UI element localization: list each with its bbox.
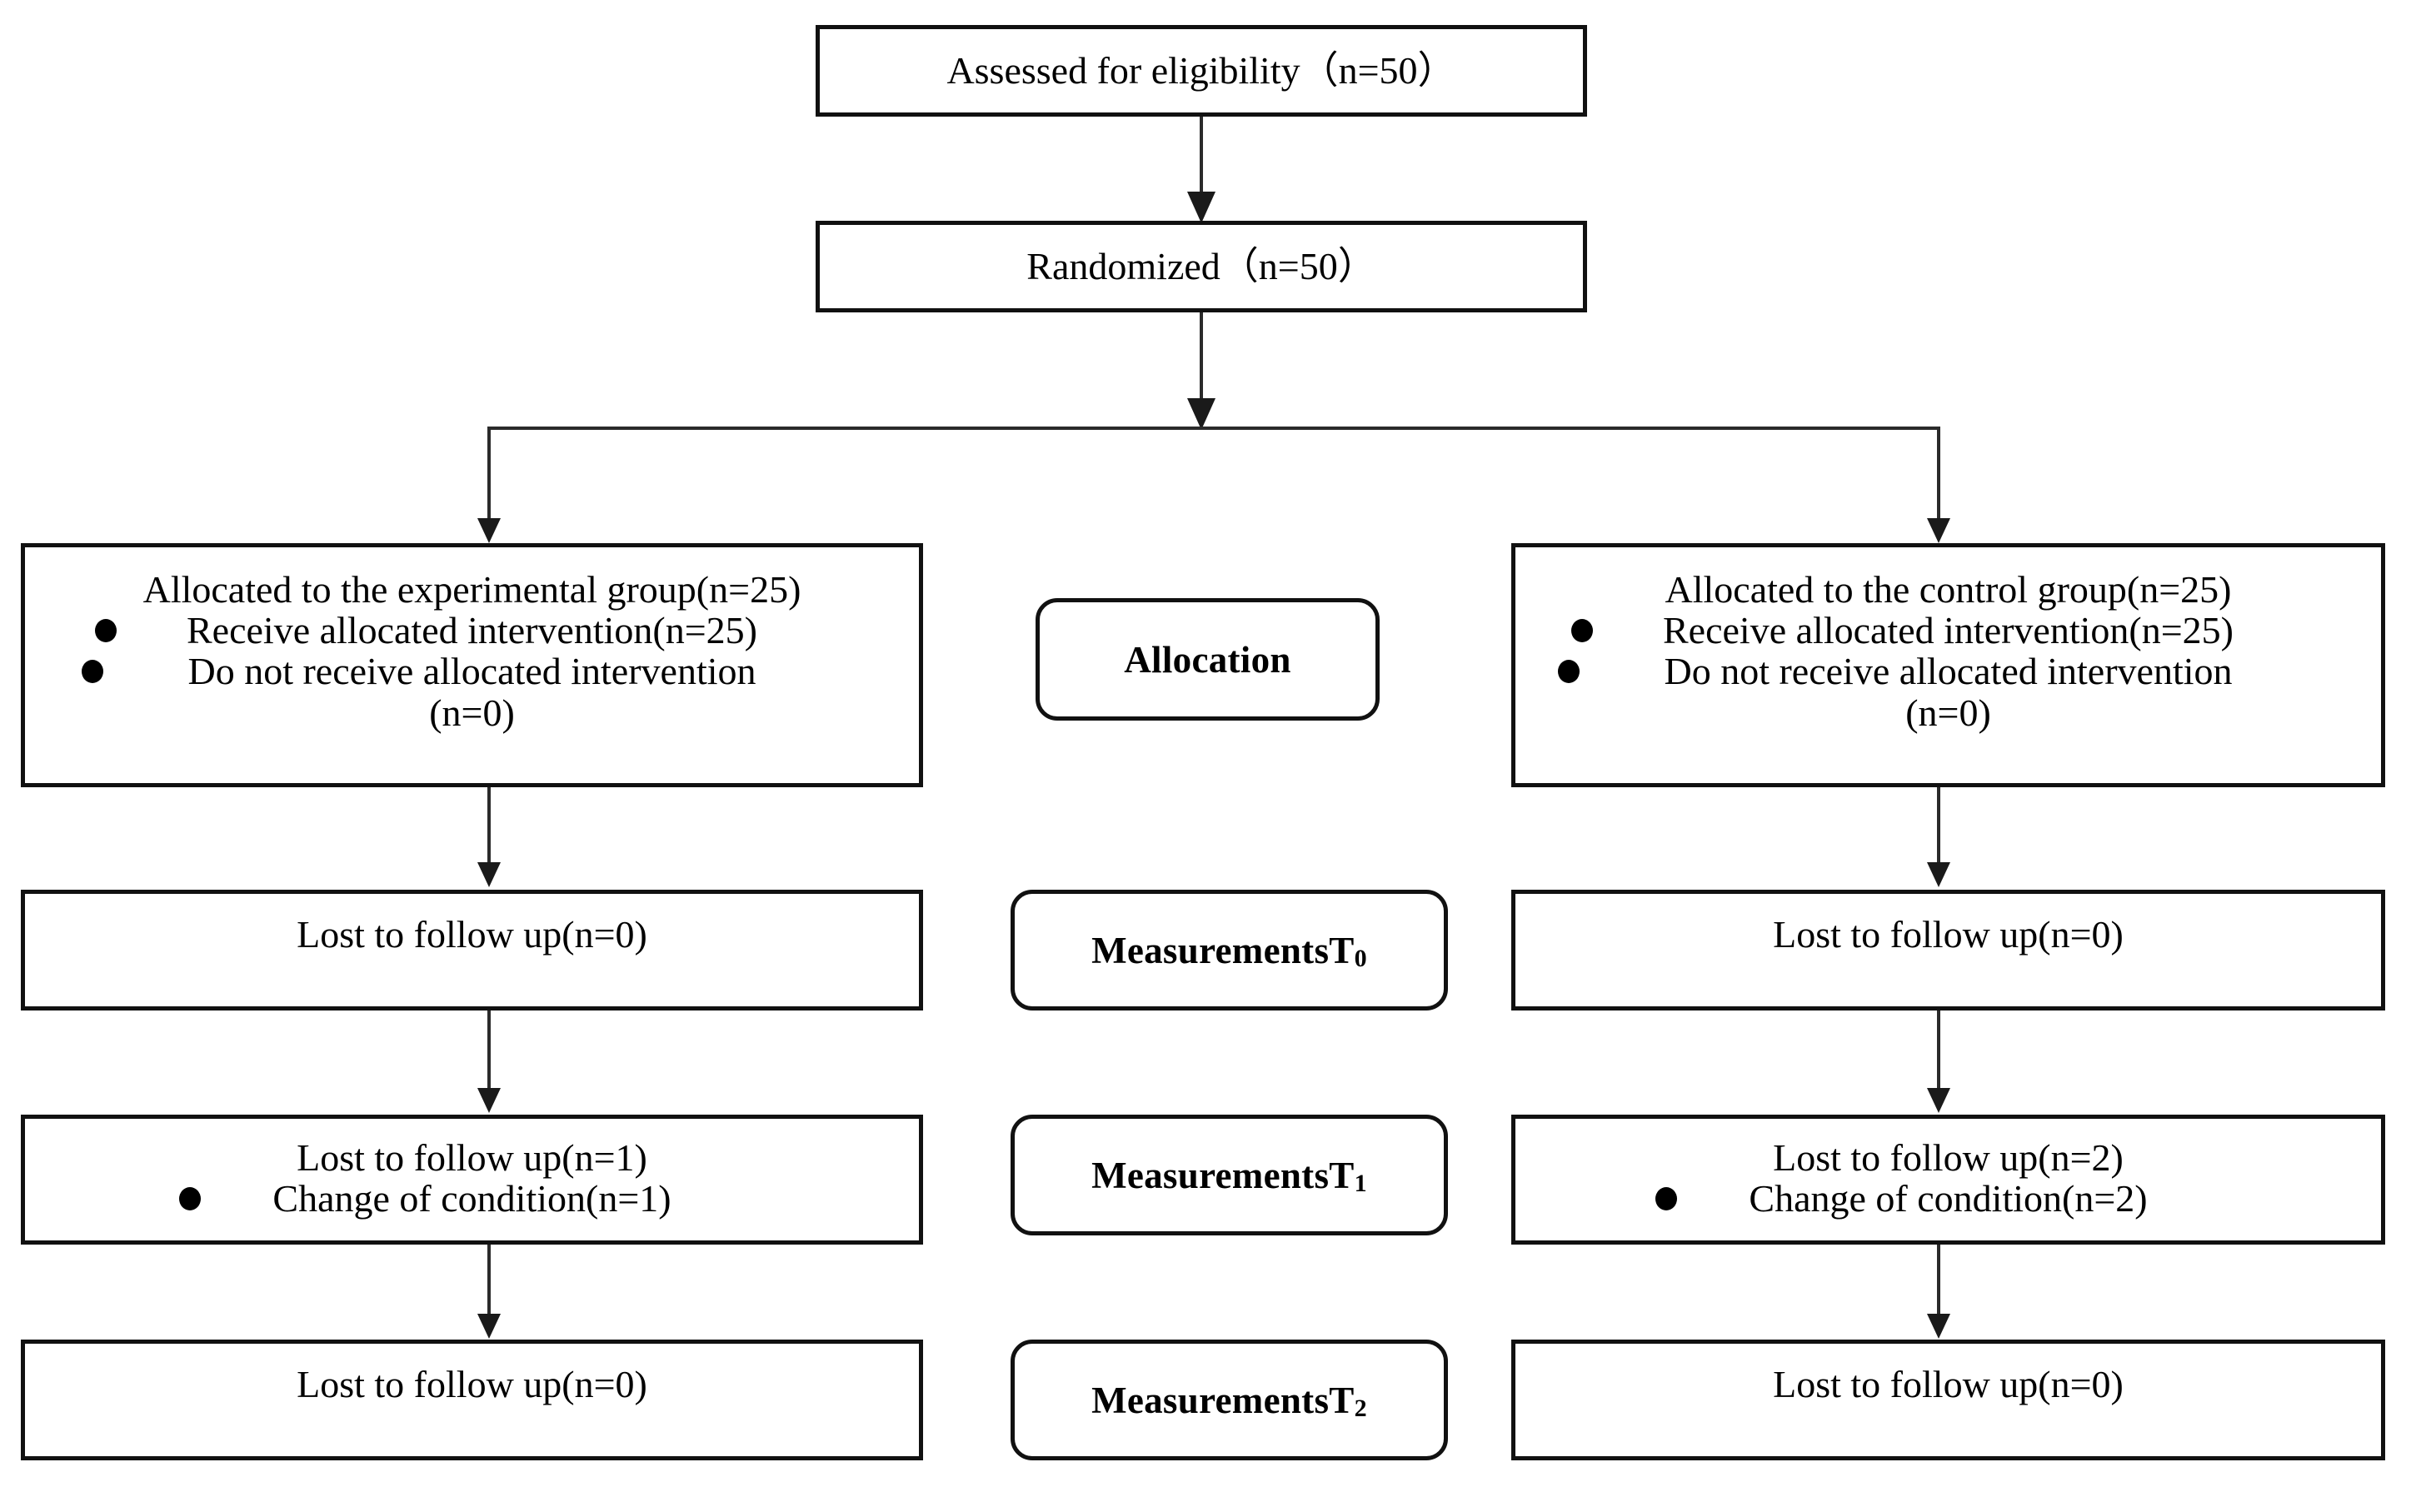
arrowhead-left-t0 <box>477 862 501 887</box>
arrowhead-right-allocation <box>1927 518 1950 543</box>
right-t0-box: Lost to follow up(n=0) <box>1511 890 2385 1010</box>
connector-left-t1-to-t2 <box>487 1245 491 1315</box>
stage-label-allocation-text: Allocation <box>1124 638 1291 681</box>
right-t2-box: Lost to follow up(n=0) <box>1511 1340 2385 1460</box>
randomized-text: Randomized（n=50） <box>1026 245 1376 288</box>
right-allocation-box: Allocated to the control group(n=25) Rec… <box>1511 543 2385 787</box>
assessed-for-eligibility-box: Assessed for eligibility（n=50） <box>816 25 1587 117</box>
stage-label-measurements-t0-subscript: 0 <box>1354 944 1367 972</box>
connector-right-t1-to-t2 <box>1937 1245 1940 1315</box>
left-t1-box: Lost to follow up(n=1) Change of conditi… <box>21 1115 923 1245</box>
arrowhead-right-t1 <box>1927 1088 1950 1113</box>
right-allocation-content: Allocated to the control group(n=25) Rec… <box>1515 569 2381 733</box>
left-t2-line-1: Lost to follow up(n=0) <box>297 1363 647 1405</box>
stage-label-allocation: Allocation <box>1036 598 1380 721</box>
assessed-for-eligibility-text: Assessed for eligibility（n=50） <box>946 49 1456 92</box>
arrowhead-split <box>1187 398 1215 430</box>
arrowhead-randomized <box>1187 192 1215 223</box>
left-t2-box: Lost to follow up(n=0) <box>21 1340 923 1460</box>
left-t0-box: Lost to follow up(n=0) <box>21 890 923 1010</box>
split-bar <box>487 427 1939 430</box>
left-t0-line-1: Lost to follow up(n=0) <box>297 913 647 956</box>
left-t1-bullet-1-row: Change of condition(n=1) <box>179 1177 671 1220</box>
left-allocation-box: Allocated to the experimental group(n=25… <box>21 543 923 787</box>
arrowhead-right-t0 <box>1927 862 1950 887</box>
left-allocation-bullet-2-cont: (n=0) <box>429 691 515 734</box>
right-t0-line-1: Lost to follow up(n=0) <box>1773 913 2124 956</box>
stage-label-measurements-t2-subscript: 2 <box>1354 1394 1367 1422</box>
stage-label-measurements-t0-text: MeasurementsT <box>1091 929 1355 971</box>
right-t1-line-1: Lost to follow up(n=2) <box>1773 1136 2124 1179</box>
left-t1-content: Lost to follow up(n=1) Change of conditi… <box>25 1137 919 1219</box>
connector-right-t0-to-t1 <box>1937 1010 1940 1090</box>
connector-right-allocation-to-t0 <box>1937 787 1940 864</box>
right-t1-bullet-1: Change of condition(n=2) <box>1749 1177 2148 1220</box>
bullet-icon <box>82 660 104 684</box>
connector-left-allocation-to-t0 <box>487 787 491 864</box>
left-allocation-content: Allocated to the experimental group(n=25… <box>25 569 919 733</box>
connector-split-to-right-allocation <box>1937 427 1940 520</box>
right-t2-line-1: Lost to follow up(n=0) <box>1773 1363 2124 1405</box>
right-t1-box: Lost to follow up(n=2) Change of conditi… <box>1511 1115 2385 1245</box>
right-t1-bullet-1-row: Change of condition(n=2) <box>1655 1177 2148 1220</box>
right-allocation-bullet-1: Receive allocated intervention(n=25) <box>1663 609 2234 652</box>
connector-randomized-to-split <box>1200 312 1203 400</box>
arrowhead-left-t1 <box>477 1088 501 1113</box>
right-allocation-heading: Allocated to the control group(n=25) <box>1665 568 2232 611</box>
left-t1-line-1: Lost to follow up(n=1) <box>297 1136 647 1179</box>
arrowhead-right-t2 <box>1927 1314 1950 1339</box>
right-allocation-bullet-1-row: Receive allocated intervention(n=25) <box>1571 609 2234 652</box>
left-allocation-heading: Allocated to the experimental group(n=25… <box>142 568 801 611</box>
right-allocation-bullet-2-cont: (n=0) <box>1905 691 1991 734</box>
left-allocation-bullet-1-row: Receive allocated intervention(n=25) <box>95 609 757 652</box>
left-allocation-bullet-2: Do not receive allocated intervention <box>187 650 756 693</box>
bullet-icon <box>1558 660 1580 684</box>
bullet-icon <box>1571 618 1593 642</box>
left-allocation-bullet-1: Receive allocated intervention(n=25) <box>187 609 757 652</box>
bullet-icon <box>179 1186 202 1210</box>
randomized-box: Randomized（n=50） <box>816 221 1587 312</box>
arrowhead-left-t2 <box>477 1314 501 1339</box>
stage-label-measurements-t1-text: MeasurementsT <box>1091 1154 1355 1196</box>
bullet-icon <box>95 618 117 642</box>
arrowhead-left-allocation <box>477 518 501 543</box>
bullet-icon <box>1655 1186 1678 1210</box>
right-t1-content: Lost to follow up(n=2) Change of conditi… <box>1515 1137 2381 1219</box>
left-allocation-bullet-2-row: Do not receive allocated intervention <box>82 650 756 693</box>
connector-split-to-left-allocation <box>487 427 491 520</box>
stage-label-measurements-t1-subscript: 1 <box>1354 1169 1367 1197</box>
connector-assessed-to-randomized <box>1200 117 1203 193</box>
stage-label-measurements-t2-text: MeasurementsT <box>1091 1379 1355 1421</box>
right-allocation-bullet-2-row: Do not receive allocated intervention <box>1558 650 2233 693</box>
right-allocation-bullet-2: Do not receive allocated intervention <box>1664 650 2233 693</box>
connector-left-t0-to-t1 <box>487 1010 491 1090</box>
left-t1-bullet-1: Change of condition(n=1) <box>272 1177 671 1220</box>
